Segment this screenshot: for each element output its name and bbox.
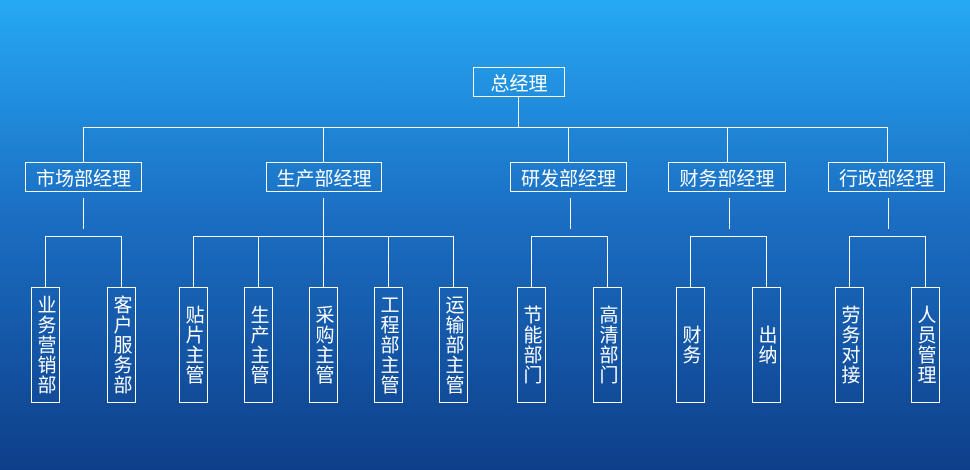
node-unit-energy-saving: 节能部门 — [517, 287, 546, 403]
connector-market-down — [83, 198, 84, 229]
connector-market-sales — [45, 236, 46, 287]
connector-production-smt — [193, 236, 194, 287]
connector-admin-personnel — [925, 236, 926, 287]
connector-to-admin — [887, 127, 888, 162]
node-unit-engineering: 工程部主管 — [374, 287, 403, 403]
connector-to-finance — [727, 127, 728, 162]
connector-production-transport — [453, 236, 454, 287]
node-root: 总经理 — [473, 67, 565, 97]
connector-root-down — [518, 97, 519, 128]
node-unit-personnel: 人员管理 — [911, 287, 940, 403]
connector-admin-down — [888, 198, 889, 229]
node-unit-cashier: 出纳 — [752, 287, 781, 403]
node-unit-sales: 业务营销部 — [31, 287, 60, 403]
connector-rnd-energy — [531, 236, 532, 287]
connector-to-market — [83, 127, 84, 162]
connector-rnd-bus — [531, 236, 608, 237]
node-unit-hd: 高清部门 — [593, 287, 622, 403]
connector-to-production — [323, 127, 324, 162]
node-unit-production: 生产主管 — [244, 287, 273, 403]
node-dept-market: 市场部经理 — [25, 162, 142, 192]
connector-dept-bus — [83, 127, 888, 128]
node-dept-admin: 行政部经理 — [828, 162, 945, 192]
connector-finance-finance — [690, 236, 691, 287]
connector-finance-cashier — [766, 236, 767, 287]
node-dept-rnd: 研发部经理 — [510, 162, 627, 192]
connector-production-engineering — [388, 236, 389, 287]
connector-admin-labor — [849, 236, 850, 287]
node-unit-purchasing: 采购主管 — [309, 287, 338, 403]
connector-finance-bus — [690, 236, 767, 237]
node-unit-labor: 劳务对接 — [835, 287, 864, 403]
connector-rnd-hd — [607, 236, 608, 287]
connector-production-production — [258, 236, 259, 287]
node-dept-finance: 财务部经理 — [668, 162, 786, 192]
connector-finance-down — [729, 198, 730, 229]
connector-to-rnd — [568, 127, 569, 162]
node-dept-production: 生产部经理 — [266, 162, 382, 192]
connector-production-down — [323, 198, 324, 237]
connector-production-purchasing — [323, 236, 324, 287]
node-unit-transport: 运输部主管 — [439, 287, 468, 403]
node-unit-smt: 贴片主管 — [179, 287, 208, 403]
node-unit-finance: 财务 — [676, 287, 705, 403]
connector-market-bus — [45, 236, 122, 237]
connector-rnd-down — [570, 198, 571, 229]
connector-market-service — [121, 236, 122, 287]
connector-admin-bus — [849, 236, 926, 237]
node-unit-customer-service: 客户服务部 — [107, 287, 136, 403]
